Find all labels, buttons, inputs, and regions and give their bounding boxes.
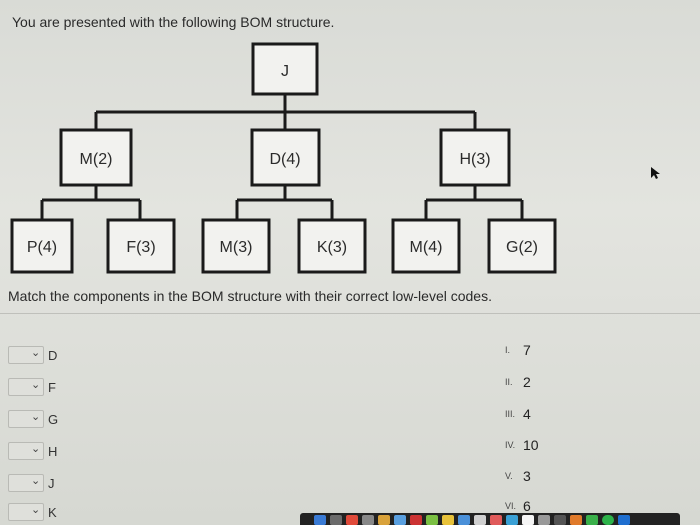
answer-value: 4 bbox=[523, 406, 531, 422]
match-select-d[interactable]: ⌄ bbox=[8, 346, 44, 364]
svg-text:M(3): M(3) bbox=[220, 239, 253, 256]
svg-text:P(4): P(4) bbox=[27, 239, 57, 256]
svg-text:D(4): D(4) bbox=[269, 151, 300, 168]
app-icon[interactable] bbox=[394, 515, 406, 525]
divider bbox=[0, 313, 700, 314]
bom-node-f3: F(3) bbox=[106, 218, 176, 274]
match-select-g[interactable]: ⌄ bbox=[8, 410, 44, 428]
dock bbox=[300, 513, 680, 525]
bom-node-root: J bbox=[251, 42, 319, 96]
svg-text:M(2): M(2) bbox=[80, 151, 113, 168]
answer-numeral: I. bbox=[505, 345, 511, 355]
answer-option-3: III. 4 bbox=[505, 405, 531, 423]
bom-node-g2: G(2) bbox=[487, 218, 557, 274]
match-select-f[interactable]: ⌄ bbox=[8, 378, 44, 396]
match-row-k: ⌄ K bbox=[8, 503, 57, 521]
answer-value: 10 bbox=[523, 437, 539, 453]
app-icon[interactable] bbox=[538, 515, 550, 525]
bom-node-m3: M(3) bbox=[201, 218, 271, 274]
app-icon[interactable] bbox=[314, 515, 326, 525]
answer-option-6: VI. 6 bbox=[505, 497, 531, 515]
svg-text:H(3): H(3) bbox=[459, 151, 490, 168]
match-row-d: ⌄ D bbox=[8, 346, 57, 364]
bom-node-k3: K(3) bbox=[297, 218, 367, 274]
svg-text:G(2): G(2) bbox=[506, 239, 538, 256]
answer-value: 6 bbox=[523, 498, 531, 514]
chevron-down-icon: ⌄ bbox=[31, 411, 41, 423]
app-icon[interactable] bbox=[362, 515, 374, 525]
app-icon[interactable] bbox=[346, 515, 358, 525]
match-select-h[interactable]: ⌄ bbox=[8, 442, 44, 460]
bom-tree-diagram: J M(2) D(4) H(3) P(4) F(3) M(3) K(3) M(4… bbox=[10, 42, 557, 274]
match-label-g: G bbox=[48, 411, 59, 427]
app-icon[interactable] bbox=[618, 515, 630, 525]
match-select-k[interactable]: ⌄ bbox=[8, 503, 44, 521]
app-icon[interactable] bbox=[570, 515, 582, 525]
match-row-g: ⌄ G bbox=[8, 410, 58, 428]
match-label-d: D bbox=[48, 347, 58, 363]
match-label-k: K bbox=[48, 504, 57, 520]
answer-numeral: V. bbox=[505, 471, 513, 481]
bom-node-d4: D(4) bbox=[250, 128, 321, 187]
match-select-j[interactable]: ⌄ bbox=[8, 474, 44, 492]
app-icon[interactable] bbox=[426, 515, 438, 525]
match-label-h: H bbox=[48, 443, 58, 459]
answer-numeral: IV. bbox=[505, 440, 516, 450]
svg-text:J: J bbox=[281, 63, 289, 80]
chevron-down-icon: ⌄ bbox=[31, 504, 41, 516]
app-icon[interactable] bbox=[602, 515, 614, 525]
app-icon[interactable] bbox=[442, 515, 454, 525]
answer-value: 3 bbox=[523, 468, 531, 484]
chevron-down-icon: ⌄ bbox=[31, 443, 41, 455]
chevron-down-icon: ⌄ bbox=[31, 475, 41, 487]
app-icon[interactable] bbox=[378, 515, 390, 525]
app-icon[interactable] bbox=[554, 515, 566, 525]
mouse-cursor-icon bbox=[651, 167, 660, 179]
app-icon[interactable] bbox=[474, 515, 486, 525]
match-label-f: F bbox=[48, 379, 56, 395]
app-icon[interactable] bbox=[458, 515, 470, 525]
answer-numeral: II. bbox=[505, 377, 513, 387]
chevron-down-icon: ⌄ bbox=[31, 379, 41, 391]
svg-text:K(3): K(3) bbox=[317, 239, 347, 256]
answer-numeral: VI. bbox=[505, 501, 517, 511]
app-icon[interactable] bbox=[506, 515, 518, 525]
answer-value: 2 bbox=[523, 374, 531, 390]
answer-option-1: I. 7 bbox=[505, 341, 531, 359]
match-label-j: J bbox=[48, 475, 55, 491]
bom-node-m4: M(4) bbox=[391, 218, 461, 274]
match-row-h: ⌄ H bbox=[8, 442, 57, 460]
chevron-down-icon: ⌄ bbox=[31, 347, 41, 359]
app-icon[interactable] bbox=[410, 515, 422, 525]
answer-option-4: IV. 10 bbox=[505, 436, 539, 454]
svg-text:F(3): F(3) bbox=[126, 239, 155, 256]
question-heading: You are presented with the following BOM… bbox=[12, 14, 335, 30]
answer-numeral: III. bbox=[505, 409, 516, 419]
app-icon[interactable] bbox=[522, 515, 534, 525]
bom-node-h3: H(3) bbox=[439, 128, 511, 187]
answer-option-5: V. 3 bbox=[505, 467, 531, 485]
bom-node-p4: P(4) bbox=[10, 218, 74, 274]
svg-text:M(4): M(4) bbox=[410, 239, 443, 256]
match-row-f: ⌄ F bbox=[8, 378, 56, 396]
app-icon[interactable] bbox=[586, 515, 598, 525]
app-icon[interactable] bbox=[330, 515, 342, 525]
bom-connectors bbox=[40, 94, 524, 220]
instruction-text: Match the components in the BOM structur… bbox=[8, 288, 492, 304]
match-row-j: ⌄ J bbox=[8, 474, 55, 492]
answer-value: 7 bbox=[523, 342, 531, 358]
app-icon[interactable] bbox=[490, 515, 502, 525]
answer-option-2: II. 2 bbox=[505, 373, 531, 391]
bom-node-m2: M(2) bbox=[59, 128, 133, 187]
